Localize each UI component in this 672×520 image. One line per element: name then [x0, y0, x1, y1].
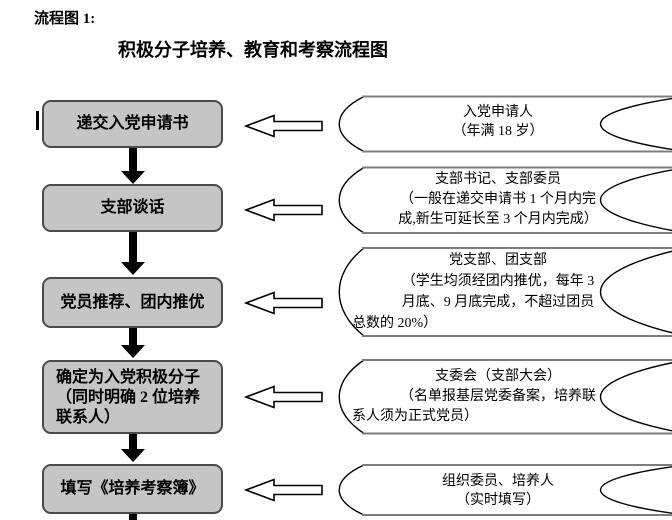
flow-arrow-down-3: [121, 328, 145, 358]
note-shape-1: [338, 95, 672, 153]
text-line: 支部谈话: [100, 199, 165, 216]
note-pointer-arrow-4: [243, 385, 323, 409]
note-text-party-youth-branch: 党支部、团支部 （学生均须经团内推优，每年 3 月底、9 月底完成，不超过团员总数的…: [352, 250, 644, 334]
flow-arrow-down-1: [121, 148, 145, 184]
page-title: 积极分子培养、教育和考察流程图: [118, 40, 388, 60]
flow-arrow-down-5: [129, 514, 137, 520]
text-line: （实时填写）: [456, 493, 540, 508]
text-line: 党员推荐、团内推优: [60, 293, 205, 311]
note-pointer-arrow-3: [243, 291, 323, 315]
text-line: 组织委员、培养人: [442, 474, 554, 489]
text-line: 党支部、团支部: [449, 253, 547, 268]
note-text-branch-secretary: 支部书记、支部委员 （一般在递交申请书 1 个月内完成,新生可延长至 3 个月内完…: [352, 170, 644, 230]
text-line: 支委会（支部大会）: [435, 369, 561, 384]
text-line: 填写《培养考察簿》: [60, 480, 205, 497]
text-line: 递交入党申请书: [76, 115, 189, 132]
note-shape-4: [338, 359, 672, 435]
note-text-applicant: 入党申请人 （年满 18 岁）: [352, 103, 644, 141]
note-shape-2: [338, 166, 672, 234]
text-line: 确定为入党积极分子: [56, 369, 201, 386]
note-text-branch-committee: 支委会（支部大会） （名单报基层党委备案，培养联系人须为正式党员）: [352, 367, 644, 427]
text-line: 联系人）: [56, 409, 121, 426]
process-box-recommendation[interactable]: 党员推荐、团内推优: [42, 277, 223, 328]
note-pointer-arrow-1: [243, 114, 323, 138]
text-line: （一般在递交申请书 1 个月内完: [400, 192, 596, 207]
text-line: 支部书记、支部委员: [435, 172, 561, 187]
process-box-branch-talk[interactable]: 支部谈话: [42, 184, 223, 232]
text-line: （名单报基层党委备案，培养联: [400, 389, 596, 404]
figure-label: 流程图 1:: [34, 11, 96, 27]
text-line: （年满 18 岁）: [452, 124, 544, 139]
text-line: 系人须为正式党员）: [352, 409, 478, 424]
note-shape-3: [338, 247, 672, 337]
text-line: 月底、9 月底完成，不超过团员: [401, 295, 595, 310]
text-line: （同时明确 2 位培养: [56, 389, 201, 406]
note-shape-5: [338, 464, 672, 516]
text-line: 总数的 20%）: [352, 316, 438, 331]
process-box-confirm-activist[interactable]: 确定为入党积极分子 （同时明确 2 位培养联系人）: [42, 360, 223, 434]
note-pointer-arrow-5: [243, 478, 323, 502]
flow-arrow-down-4: [121, 434, 145, 462]
process-box-submit-application[interactable]: 递交入党申请书: [42, 100, 223, 148]
flow-arrow-down-2: [121, 232, 145, 275]
note-text-organizer: 组织委员、培养人 （实时填写）: [352, 472, 644, 510]
text-line: 入党申请人: [463, 105, 533, 120]
note-pointer-arrow-2: [243, 198, 323, 222]
text-line: 成,新生可延长至 3 个月内完成）: [398, 212, 598, 227]
text-cursor-tick: [36, 111, 39, 130]
text-line: （学生均须经团内推优，每年 3: [401, 274, 595, 289]
process-box-fill-record-book[interactable]: 填写《培养考察簿》: [42, 464, 223, 514]
